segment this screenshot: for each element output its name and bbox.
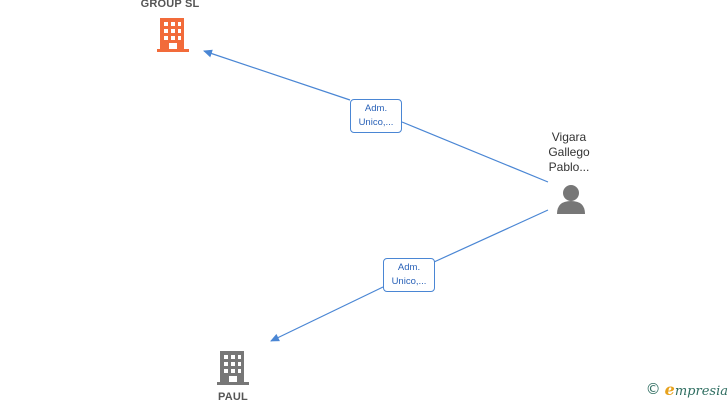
edge-label-top-line-1: Adm. <box>364 103 388 114</box>
person-label[interactable]: Vigara Gallego Pablo... <box>528 130 610 175</box>
brand-initial: e <box>664 379 675 399</box>
edge-label-bottom-line-2: Unico,... <box>391 276 427 287</box>
edge-person-to-top-company[interactable] <box>204 51 549 183</box>
brand-watermark: © empresia <box>646 378 728 400</box>
edge-label-bottom[interactable]: Adm. Unico,... <box>383 258 435 292</box>
person-label-line-2: Gallego <box>548 145 590 159</box>
brand-name: empresia <box>665 380 728 399</box>
edge-label-bottom-line-1: Adm. <box>397 262 421 273</box>
edge-person-to-bottom-company[interactable] <box>271 209 549 341</box>
person-label-line-3: Pablo... <box>548 160 590 174</box>
building-icon[interactable] <box>157 18 189 52</box>
person-icon[interactable] <box>556 184 586 214</box>
building-icon[interactable] <box>217 351 249 385</box>
copyright-symbol: © <box>645 380 661 398</box>
person-label-line-1: Vigara <box>551 130 587 144</box>
brand-rest: mpresia <box>674 383 728 399</box>
company-bottom-label[interactable]: PAUL <box>218 391 248 400</box>
company-top-label[interactable]: GROUP SL <box>140 0 200 10</box>
edge-label-top-line-2: Unico,... <box>358 117 394 128</box>
edge-label-top[interactable]: Adm. Unico,... <box>350 99 402 133</box>
